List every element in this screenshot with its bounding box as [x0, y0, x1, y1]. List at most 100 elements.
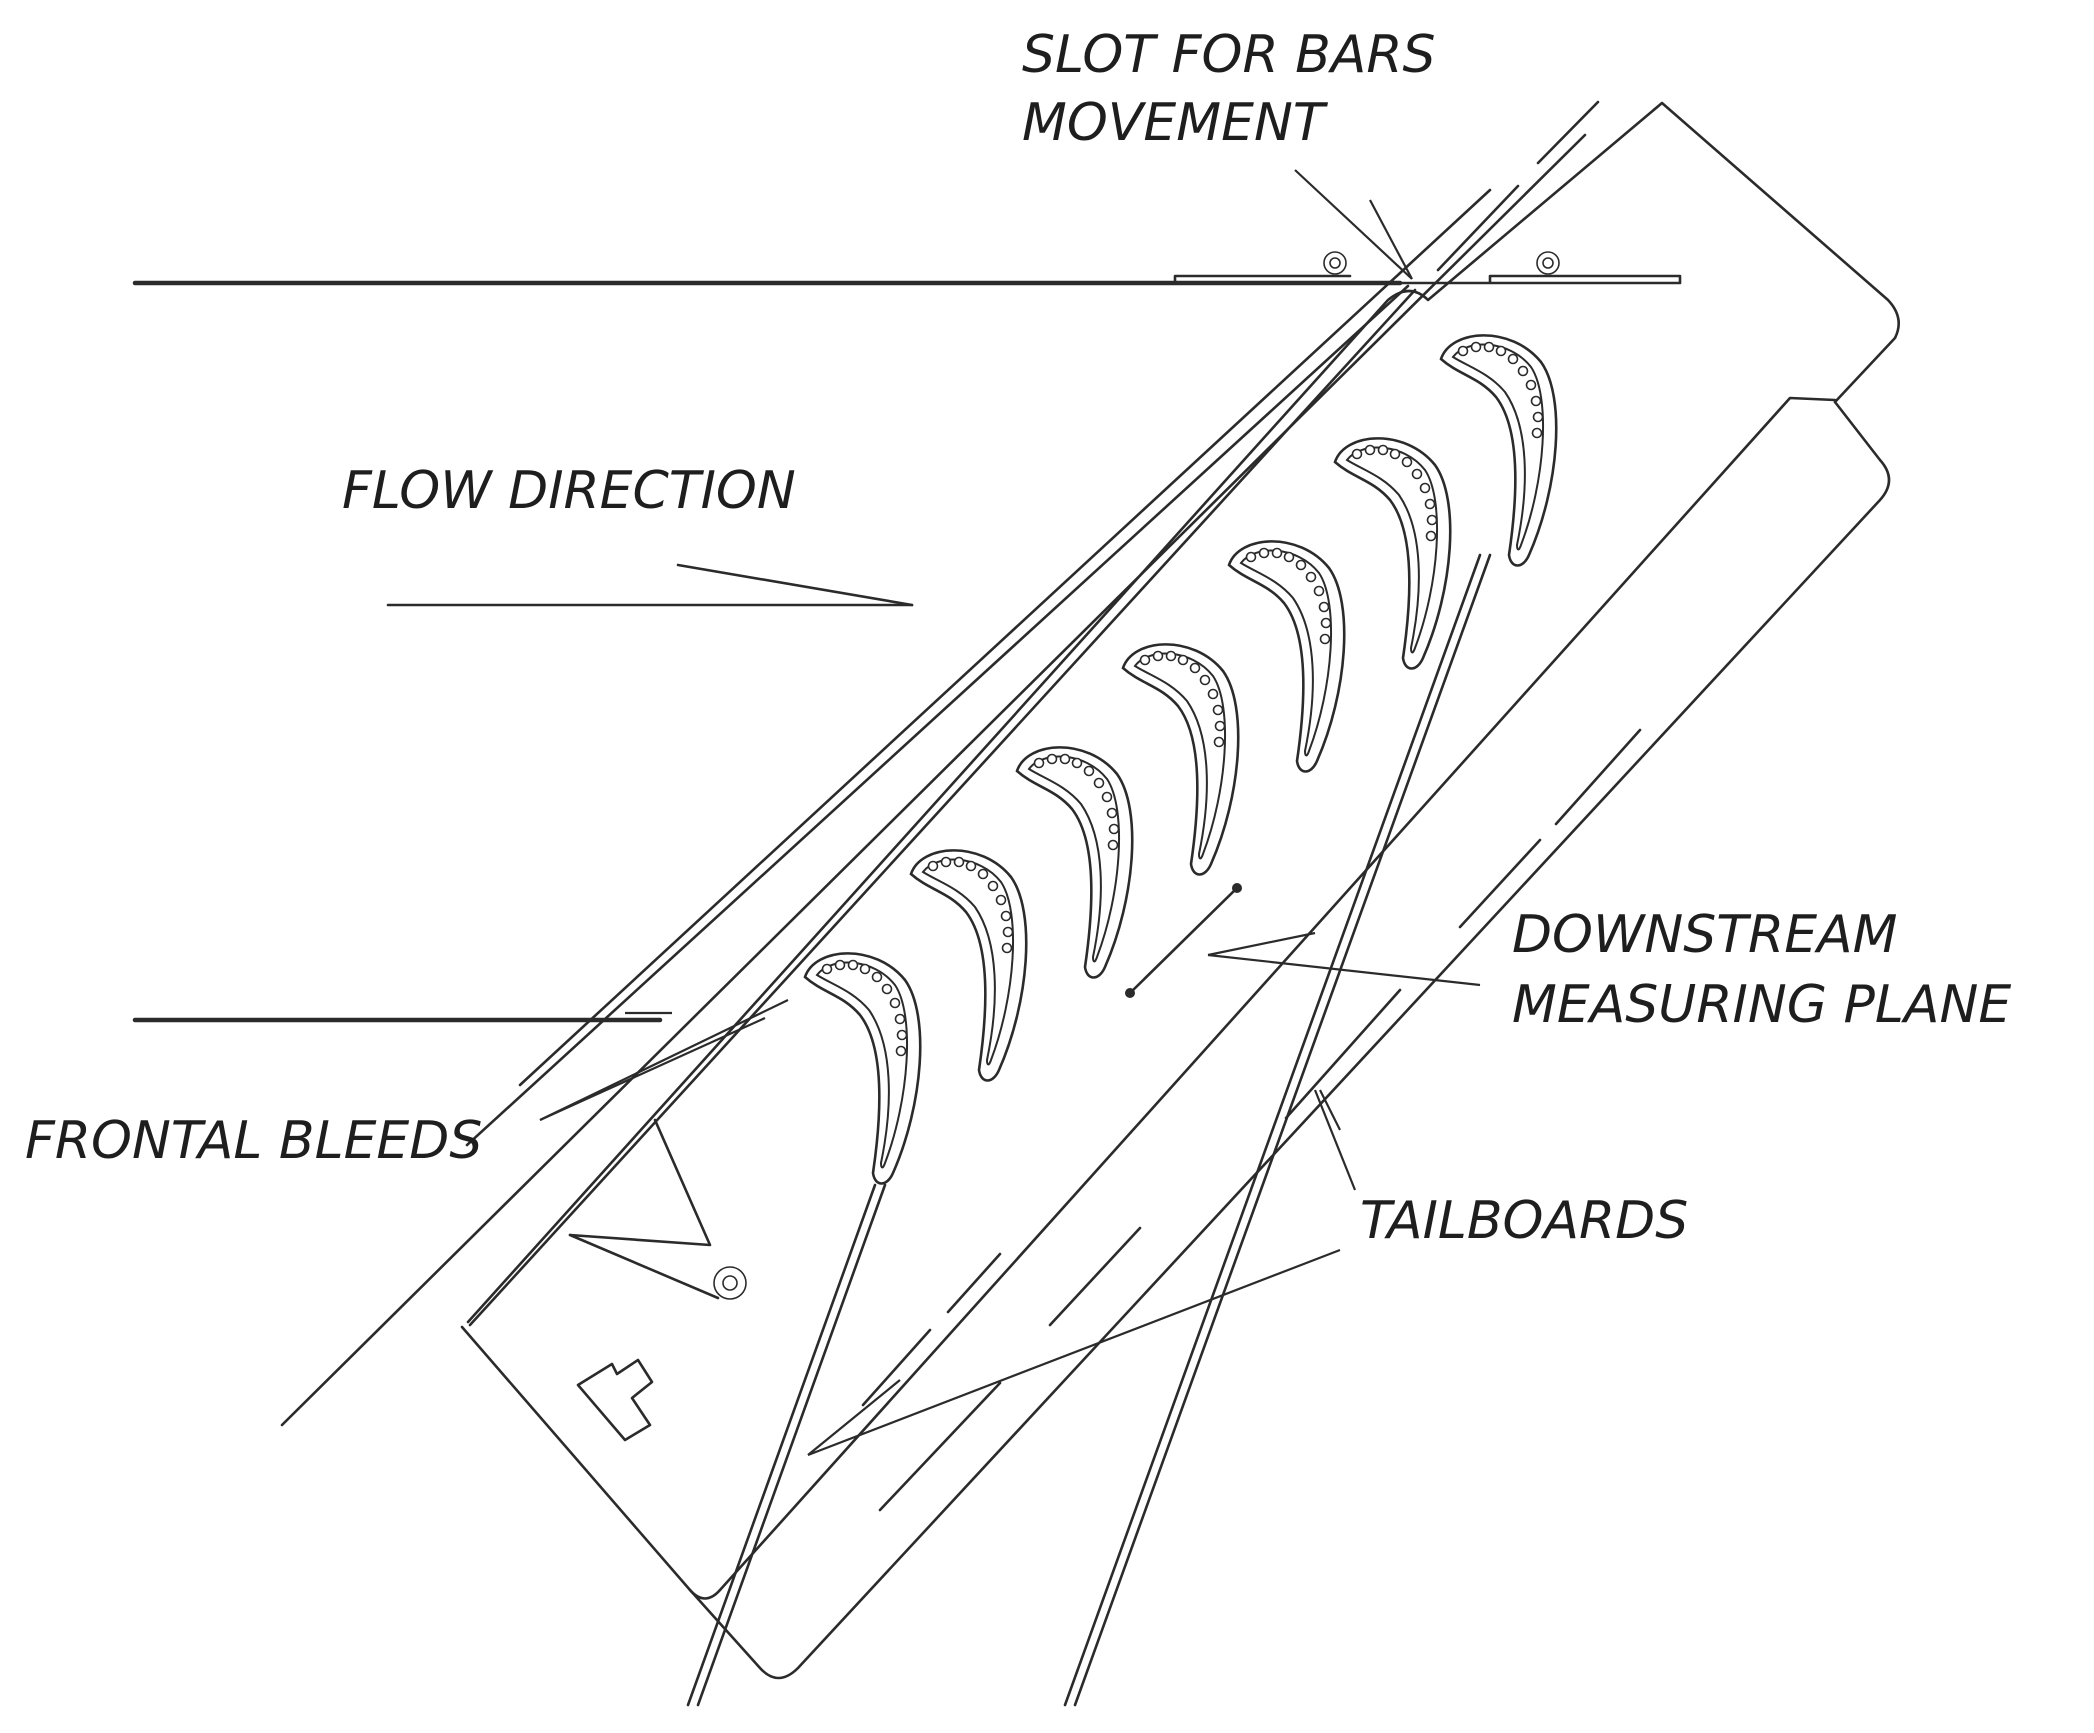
tailboard-left-a [686, 1183, 877, 1707]
dash-segment-6 [861, 1328, 932, 1407]
cooling-hole [1525, 379, 1537, 391]
cooling-hole [1419, 482, 1431, 494]
cooling-hole [1495, 345, 1507, 357]
tailboards-leader-b [1319, 1089, 1341, 1131]
blade-inner-outline [1133, 652, 1227, 860]
labels: SLOT FOR BARS MOVEMENT FLOW DIRECTION DO… [25, 25, 2011, 1251]
blade-outline [1121, 643, 1240, 876]
cooling-hole [1108, 823, 1120, 835]
frontal-bleeds-leader-b [539, 1016, 766, 1122]
upper-plate-outline [466, 101, 1900, 1324]
blade-outline [1333, 437, 1452, 670]
cooling-hole [1207, 688, 1219, 700]
slot-line-inner-2 [465, 284, 1410, 1147]
tailboards [686, 553, 1492, 1707]
cooling-hole [927, 860, 939, 872]
bleed-mechanism [568, 1118, 747, 1442]
cooling-hole [1214, 720, 1226, 732]
dash-segment-2 [1436, 184, 1520, 272]
slot-guide-lines [280, 133, 1587, 1427]
blade-inner-outline [1027, 755, 1121, 963]
cooling-hole [1107, 839, 1119, 851]
label-frontal-bleeds: FRONTAL BLEEDS [25, 1111, 482, 1171]
cooling-hole [1165, 650, 1177, 662]
cooling-hole [1106, 807, 1118, 819]
lower-plate [688, 400, 1891, 1680]
hinge-left-inner [1329, 257, 1341, 269]
blade [803, 952, 922, 1185]
cooling-hole [1377, 444, 1389, 456]
cooling-hole [940, 856, 952, 868]
tailboards-leader-c [807, 1248, 1341, 1457]
frontal-bleeds-leader-a [539, 999, 789, 1121]
dash-segment-1 [1536, 100, 1600, 165]
blade-outline [803, 952, 922, 1185]
pivot-inner [722, 1275, 738, 1291]
traverse-line [1128, 886, 1239, 995]
plate-centre-dashes [861, 100, 1642, 1512]
cooling-hole [1258, 547, 1270, 559]
cooling-hole [1470, 341, 1482, 353]
cooling-hole [1093, 777, 1105, 789]
label-tailboards: TAILBOARDS [1360, 1191, 1688, 1251]
blade-inner-outline [921, 858, 1015, 1066]
blade-cascade [803, 334, 1558, 1185]
cooling-hole [977, 868, 989, 880]
cooling-hole [1532, 411, 1544, 423]
blade-inner-outline [1345, 446, 1439, 654]
blade-outline [1227, 540, 1346, 773]
upper-plate-side-diag [468, 288, 1417, 1327]
cooling-hole [953, 856, 965, 868]
cooling-hole [1319, 633, 1331, 645]
cooling-hole [1401, 456, 1413, 468]
upper-wall-slot-plate [1173, 274, 1352, 285]
flow-arrow [386, 563, 914, 607]
label-slot-line1: SLOT FOR BARS [1022, 25, 1436, 85]
cooling-hole [1177, 654, 1189, 666]
slot-hinges [1323, 251, 1560, 275]
cooling-hole [1001, 942, 1013, 954]
label-slot-line2: MOVEMENT [1022, 93, 1329, 153]
dash-segment-5 [1284, 988, 1402, 1120]
cooling-hole [1530, 395, 1542, 407]
cooling-hole [1271, 547, 1283, 559]
tailboard-right-a [1063, 553, 1482, 1707]
cooling-hole [834, 959, 846, 971]
upper-plate [460, 101, 1900, 1600]
cooling-hole [1411, 468, 1423, 480]
slot-line-inner [518, 188, 1492, 1087]
flow-arrow-head [676, 563, 914, 607]
measuring-plane [1125, 883, 1242, 998]
tailboards-leader-d [807, 1379, 901, 1456]
downstream-leader-a [1207, 931, 1316, 957]
blade [1439, 334, 1558, 567]
blade-outline [909, 849, 1028, 1082]
cooling-hole [1457, 345, 1469, 357]
blade-outline [1015, 746, 1134, 979]
label-downstream-line2: MEASURING PLANE [1512, 975, 2011, 1035]
slot-leader-b [1369, 199, 1413, 280]
cooling-hole [889, 997, 901, 1009]
cooling-hole [1046, 753, 1058, 765]
cooling-hole [1295, 559, 1307, 571]
cooling-hole [859, 963, 871, 975]
blade-inner-outline [1451, 343, 1545, 551]
cooling-hole [894, 1013, 906, 1025]
blade [1227, 540, 1346, 773]
cooling-hole [896, 1029, 908, 1041]
dash-segment-3 [1458, 838, 1542, 929]
cooling-hole [1351, 448, 1363, 460]
blade-inner-outline [1239, 549, 1333, 757]
cooling-hole [1424, 498, 1436, 510]
cooling-hole [1059, 753, 1071, 765]
upper-plate-left-edge [460, 1325, 722, 1600]
slot-line-outer [280, 133, 1587, 1427]
blade [909, 849, 1028, 1082]
cooling-hole [1071, 757, 1083, 769]
blade [1121, 643, 1240, 876]
cooling-hole [995, 894, 1007, 906]
cooling-hole [1213, 736, 1225, 748]
cooling-hole [1483, 341, 1495, 353]
cooling-hole [965, 860, 977, 872]
